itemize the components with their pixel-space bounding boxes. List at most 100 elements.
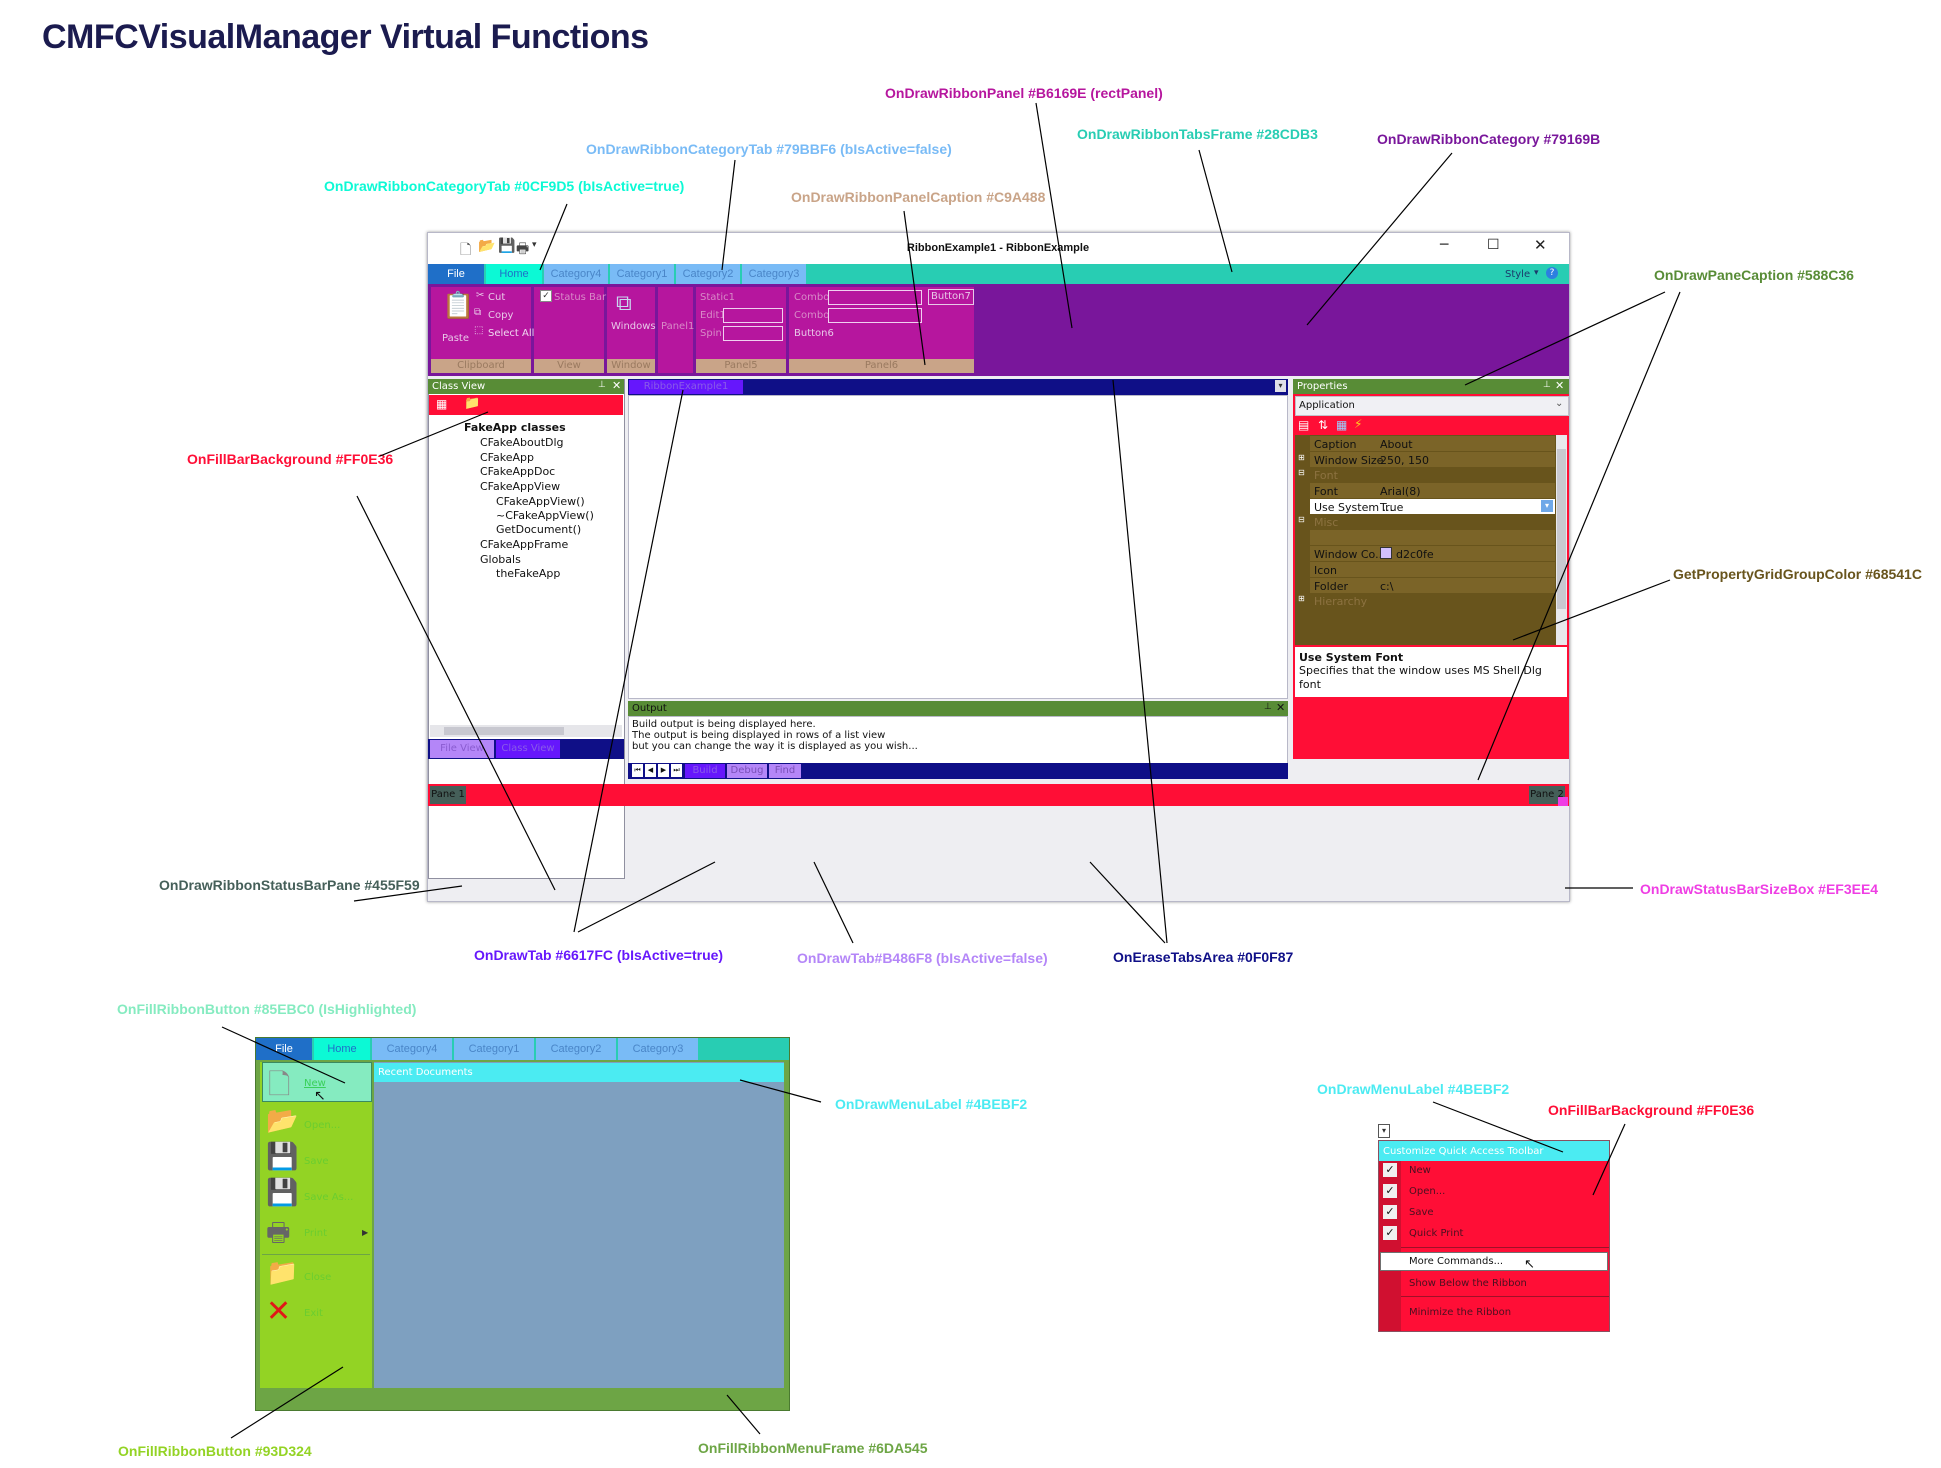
prop-name[interactable]: Window Size — [1314, 454, 1384, 467]
next-icon[interactable]: ▶ — [658, 764, 669, 777]
doc-dropdown-icon[interactable]: ▾ — [1275, 380, 1286, 392]
menu-item-save[interactable]: Save — [304, 1156, 329, 1167]
spin1-input[interactable] — [723, 326, 783, 341]
tree-item[interactable]: CFakeApp — [480, 451, 534, 464]
prop-name[interactable]: Use System ... — [1314, 501, 1394, 514]
paste-icon[interactable]: 📋 — [442, 291, 475, 321]
class-tool-icon[interactable]: ▦ — [436, 397, 448, 411]
menu-item-open[interactable]: Open... — [304, 1120, 341, 1131]
tab-file[interactable]: File — [256, 1038, 312, 1060]
close-pane-icon[interactable]: ✕ — [612, 379, 622, 392]
windows-icon[interactable]: ⧉ — [616, 291, 632, 316]
minimize-icon[interactable]: ─ — [1440, 237, 1449, 253]
tree-item[interactable]: CFakeAppView() — [496, 495, 585, 508]
tree-item[interactable]: CFakeAboutDlg — [480, 436, 564, 449]
tab-category4[interactable]: Category4 — [544, 264, 608, 284]
windows-button[interactable]: Windows — [611, 321, 656, 332]
tree-item[interactable]: Globals — [480, 553, 521, 566]
menu-item-exit[interactable]: Exit — [304, 1308, 323, 1319]
print-icon[interactable]: 🖶 — [516, 241, 530, 257]
prop-value[interactable]: About — [1380, 438, 1413, 451]
close-icon[interactable]: ✕ — [1534, 236, 1547, 254]
tab-build[interactable]: Build — [685, 764, 725, 778]
prop-value[interactable]: d2c0fe — [1396, 548, 1434, 561]
pin-icon[interactable]: ⊥ — [1543, 380, 1551, 390]
grid-scroll-thumb[interactable] — [1557, 449, 1566, 609]
prop-name[interactable]: Icon — [1314, 564, 1337, 577]
scrollbar-thumb[interactable] — [444, 727, 564, 735]
style-menu[interactable]: Style — [1505, 269, 1531, 280]
edit1-input[interactable] — [723, 308, 783, 323]
tab-document[interactable]: RibbonExample1 — [629, 380, 743, 394]
prev-icon[interactable]: ◀ — [645, 764, 656, 777]
tree-item[interactable]: ~CFakeAppView() — [496, 509, 594, 522]
prop-name[interactable]: Caption — [1314, 438, 1357, 451]
qat-button-icon[interactable]: ▾ — [1378, 1124, 1390, 1138]
qat-show-below[interactable]: Show Below the Ribbon — [1409, 1278, 1527, 1289]
menu-item-close[interactable]: Close — [304, 1272, 332, 1283]
collapse-icon[interactable]: ⊟ — [1298, 515, 1305, 524]
prop-name[interactable]: Folder — [1314, 580, 1348, 593]
pin-icon[interactable]: ⊥ — [1264, 702, 1272, 712]
prop-name[interactable]: Window Co... — [1314, 548, 1386, 561]
close-pane-icon[interactable]: ✕ — [1276, 701, 1286, 714]
expand-icon[interactable]: ⊞ — [1298, 453, 1305, 462]
tree-item[interactable]: CFakeAppFrame — [480, 538, 569, 551]
tab-home[interactable]: Home — [486, 264, 542, 284]
first-icon[interactable]: ⏮ — [632, 764, 643, 777]
button6[interactable]: Button6 — [794, 328, 834, 339]
new-icon[interactable]: 🗋 — [460, 242, 472, 258]
cut-button[interactable]: Cut — [488, 292, 506, 303]
tab-category2[interactable]: Category2 — [536, 1038, 616, 1060]
folder-tool-icon[interactable]: 📁 — [464, 396, 481, 411]
select-all-button[interactable]: Select All — [488, 328, 535, 339]
copy-button[interactable]: Copy — [488, 310, 514, 321]
prop-name[interactable]: Font — [1314, 485, 1338, 498]
button7[interactable]: Button7 — [928, 289, 974, 305]
tab-find[interactable]: Find — [769, 764, 801, 778]
last-icon[interactable]: ⏭ — [671, 764, 682, 777]
prop-value[interactable]: c:\ — [1380, 580, 1394, 593]
tab-category2[interactable]: Category2 — [676, 264, 740, 284]
close-pane-icon[interactable]: ✕ — [1555, 379, 1565, 392]
menu-item-save-as[interactable]: Save As... — [304, 1192, 354, 1203]
prop-value[interactable]: True — [1380, 501, 1404, 514]
alphabetic-icon[interactable]: ⇅ — [1318, 418, 1329, 432]
size-box[interactable] — [1558, 797, 1568, 806]
qat-item-quick-print[interactable]: Quick Print — [1409, 1228, 1464, 1239]
categorized-icon[interactable]: ▤ — [1298, 418, 1310, 432]
tab-file[interactable]: File — [428, 264, 484, 284]
tree-item[interactable]: GetDocument() — [496, 523, 582, 536]
panel1-button[interactable]: Panel1 — [661, 321, 695, 332]
pin-icon[interactable]: ⊥ — [598, 380, 606, 390]
prop-value[interactable]: Arial(8) — [1380, 485, 1421, 498]
status-bar-checkbox[interactable]: ✓ — [540, 290, 552, 302]
help-icon[interactable]: ? — [1546, 267, 1558, 279]
qat-dropdown-icon[interactable]: ▾ — [532, 240, 537, 250]
tab-debug[interactable]: Debug — [727, 764, 767, 778]
qat-item-new[interactable]: New — [1409, 1165, 1431, 1176]
combo1-input[interactable] — [828, 290, 922, 305]
prop-value[interactable]: 250, 150 — [1380, 454, 1429, 467]
qat-more-commands[interactable]: More Commands... — [1409, 1256, 1504, 1267]
tab-category4[interactable]: Category4 — [372, 1038, 452, 1060]
tab-category1[interactable]: Category1 — [454, 1038, 534, 1060]
combo2-input[interactable] — [828, 308, 922, 323]
tree-item[interactable]: CFakeAppView — [480, 480, 561, 493]
qat-more-commands-highlight[interactable] — [1380, 1252, 1608, 1271]
tab-category3[interactable]: Category3 — [742, 264, 806, 284]
expand-icon[interactable]: ⊞ — [1298, 594, 1305, 603]
qat-item-open[interactable]: Open... — [1409, 1186, 1446, 1197]
tab-category3[interactable]: Category3 — [618, 1038, 698, 1060]
save-icon[interactable]: 💾 — [498, 238, 516, 254]
maximize-icon[interactable]: ☐ — [1487, 237, 1500, 253]
tab-file-view[interactable]: File View — [430, 740, 494, 758]
paste-button[interactable]: Paste — [442, 333, 469, 344]
tree-item[interactable]: CFakeAppDoc — [480, 465, 556, 478]
tree-root[interactable]: FakeApp classes — [464, 421, 566, 434]
tab-category1[interactable]: Category1 — [610, 264, 674, 284]
value-dropdown-icon[interactable]: ▾ — [1541, 500, 1553, 512]
events-icon[interactable]: ⚡ — [1354, 417, 1363, 431]
menu-item-print[interactable]: Print — [304, 1228, 328, 1239]
collapse-icon[interactable]: ⊟ — [1298, 468, 1305, 477]
